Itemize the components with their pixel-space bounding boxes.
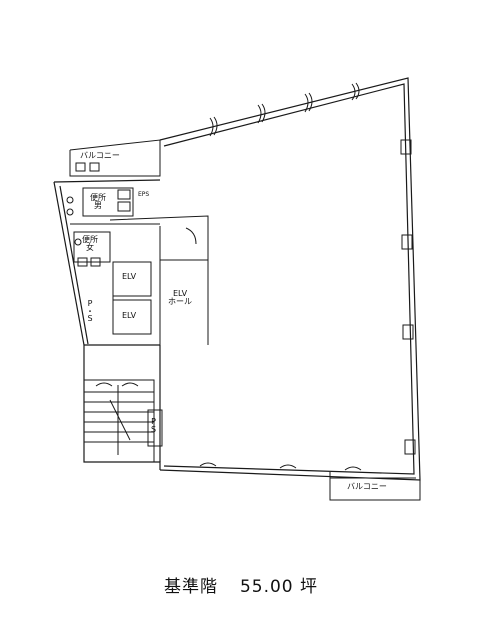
label-toilet-men: 便所 男 — [90, 193, 106, 211]
core-lower-wall — [83, 345, 161, 470]
floor-plan-drawing — [53, 77, 421, 501]
caption-floor-name: 基準階 — [163, 577, 218, 597]
label-toilet-women: 便所 女 — [82, 235, 98, 253]
label-eps: EPS — [138, 191, 150, 198]
label-ps-left: P ・ S — [86, 299, 94, 324]
stair-ps-shaft — [147, 409, 163, 447]
top-balcony — [69, 139, 161, 177]
label-balcony-top: バルコニー — [80, 151, 120, 160]
elevator-core — [109, 215, 209, 345]
office-outer-wall — [159, 77, 421, 481]
top-windows — [209, 82, 360, 137]
staircase — [83, 379, 155, 463]
caption-area: 55.00 坪 — [239, 577, 319, 597]
core-outer-wall — [53, 179, 161, 346]
floor-caption: 基準階 55.00 坪 — [0, 572, 482, 597]
toilet-block — [66, 187, 160, 267]
label-ps-stair: P S — [151, 417, 157, 434]
label-elv-hall: ELV ホール — [168, 289, 192, 307]
label-elv-lower: ELV — [122, 311, 137, 320]
bottom-balcony — [329, 472, 421, 501]
right-windows — [400, 139, 416, 455]
label-balcony-bottom: バルコニー — [347, 482, 387, 491]
bottom-windows — [199, 462, 362, 471]
label-elv-upper: ELV — [122, 272, 137, 281]
